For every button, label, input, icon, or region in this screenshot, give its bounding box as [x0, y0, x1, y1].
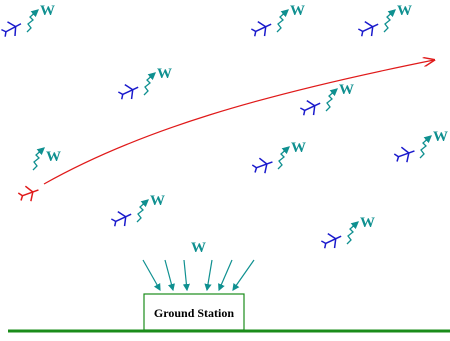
aircraft-icon [297, 95, 325, 120]
tracked-aircraft-icon [16, 181, 42, 206]
wireless-label: W [46, 149, 61, 165]
wireless-label: W [40, 3, 55, 19]
uplink-arrow [204, 259, 213, 292]
wireless-label: W [157, 66, 172, 82]
aircraft-node: W [355, 3, 412, 41]
aircraft-node: W [248, 3, 305, 41]
wireless-label: W [360, 215, 375, 231]
wireless-link-icon [276, 9, 289, 33]
wireless-link-icon [136, 199, 149, 223]
wireless-link-icon [143, 72, 156, 96]
wireless-link-icon [277, 146, 290, 170]
ground-station-label: Ground Station [154, 306, 234, 320]
wireless-link-icon [419, 135, 432, 159]
wireless-link-icon [383, 9, 396, 33]
aircraft-node: W [115, 66, 172, 104]
uplink-arrow [218, 259, 233, 292]
wireless-link-icon [325, 88, 338, 112]
aircraft-icon [108, 206, 136, 231]
aircraft-icon [115, 79, 143, 104]
station-wireless-label: W [191, 240, 206, 256]
aircraft-node: W [108, 193, 165, 231]
wireless-label: W [290, 3, 305, 19]
aircraft-icon [248, 16, 276, 41]
aircraft-node: W [392, 129, 448, 167]
wireless-label: W [433, 129, 448, 145]
uplink-arrow [164, 259, 175, 292]
aircraft-node: W [318, 215, 375, 253]
aircraft-node: W [250, 140, 306, 178]
aircraft-icon [392, 142, 418, 167]
aircraft-node: W [32, 147, 61, 171]
wireless-link-icon [26, 9, 39, 33]
aircraft-icon [355, 16, 383, 41]
aircraft-icon [250, 153, 276, 178]
aircraft-icon [0, 15, 26, 41]
wireless-label: W [397, 3, 412, 19]
wireless-link-icon [32, 147, 45, 171]
uplink-arrow [182, 259, 190, 292]
aircraft-icon [318, 228, 346, 253]
wireless-label: W [339, 82, 354, 98]
uplink-arrow [232, 259, 255, 291]
trajectory-arrow [43, 60, 434, 185]
ground-station-box [143, 293, 245, 331]
wireless-label: W [291, 140, 306, 156]
wireless-label: W [150, 193, 165, 209]
aircraft-node: W [297, 82, 354, 120]
uplink-arrow [142, 259, 161, 292]
wireless-link-icon [346, 221, 359, 245]
aircraft-node: W [0, 3, 55, 41]
